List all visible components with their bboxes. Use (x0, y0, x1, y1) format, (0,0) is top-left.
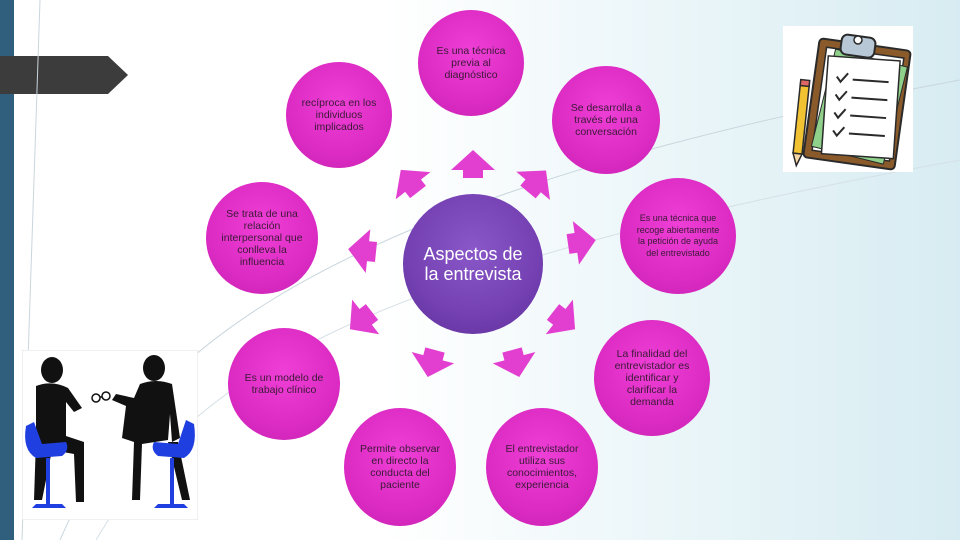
node-left: Se trata de una relación interpersonal q… (206, 182, 318, 294)
clipboard-checklist-icon (783, 26, 913, 172)
node-bottom-mid-left: Permite observar en directo la conducta … (344, 408, 456, 526)
node-top: Es una técnica previa al diagnóstico (418, 10, 524, 116)
arrow-top-left (383, 156, 436, 206)
node-bottom-right: La finalidad del entrevistador es identi… (594, 320, 710, 436)
node-bottom-mid-right: El entrevistador utiliza sus conocimient… (486, 408, 598, 526)
node-bottom-left: Es un modelo de trabajo clínico (228, 328, 340, 440)
node-right: Es una técnica que recoge abiertamente l… (620, 178, 736, 294)
arrow-left (345, 227, 379, 274)
arrow-bottom-left (336, 294, 386, 347)
interview-people-icon (22, 350, 198, 520)
node-top-left: recíproca en los individuos implicados (286, 62, 392, 168)
arrow-right (564, 218, 599, 266)
accent-bar (0, 0, 14, 540)
arrow-bottom-mid-left (406, 344, 457, 383)
slide-tab-arrow (0, 56, 128, 94)
arrow-top (451, 150, 495, 178)
node-top-right: Se desarrolla a través de una conversaci… (552, 66, 660, 174)
arrow-top-right (511, 156, 563, 207)
arrow-bottom-mid-right (490, 344, 541, 383)
center-node: Aspectos de la entrevista (403, 194, 543, 334)
arrow-bottom-right (539, 294, 589, 347)
